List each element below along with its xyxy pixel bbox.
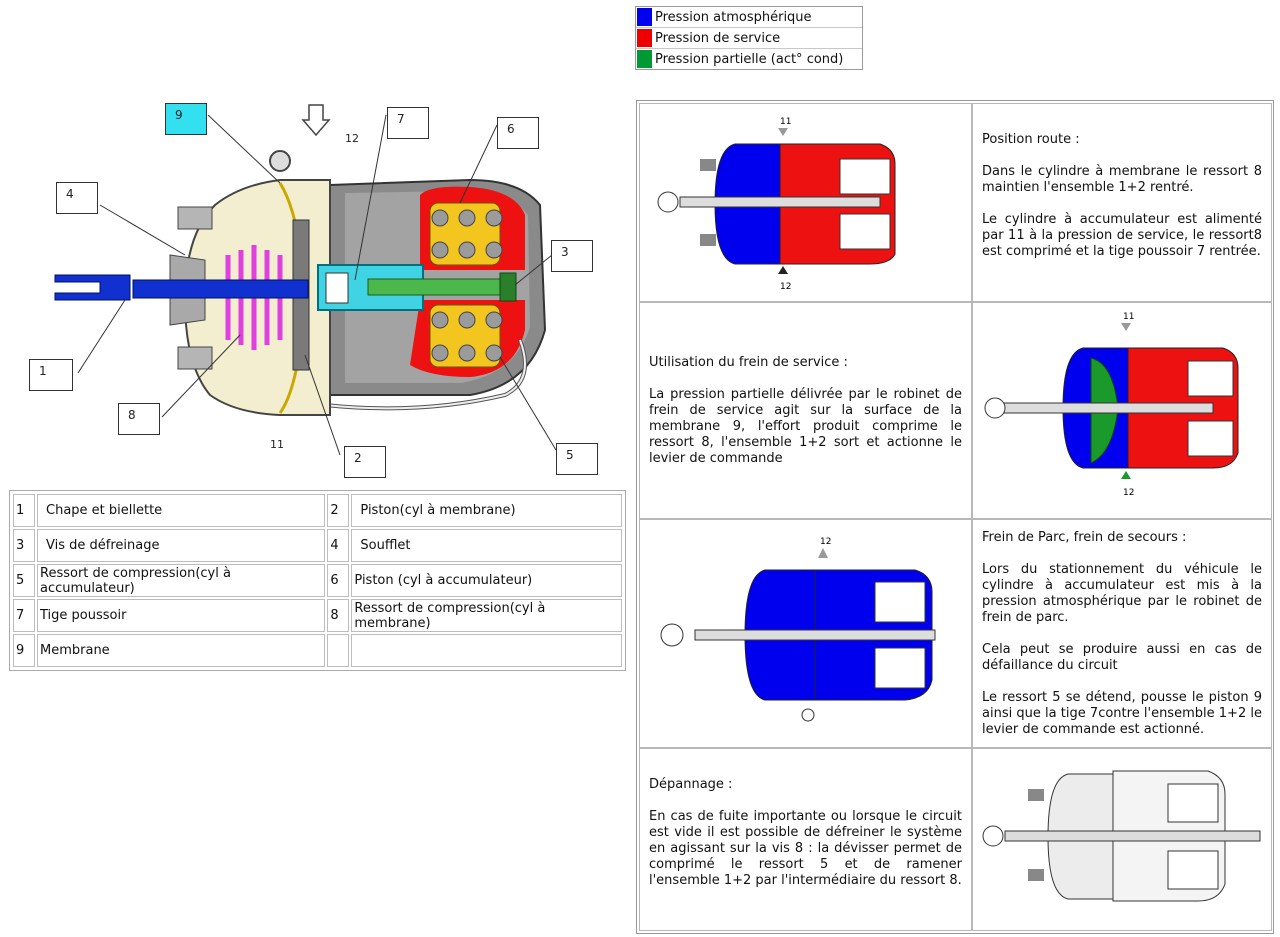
callout-5: 5: [556, 443, 598, 475]
legend-item-service: Pression de service: [636, 28, 862, 49]
state-text-parking-brake: Frein de Parc, frein de secours : Lors d…: [972, 519, 1272, 748]
state-paragraph: Lors du stationnement du véhicule le cyl…: [982, 562, 1262, 625]
callout-3: 3: [551, 240, 593, 272]
part-number: [327, 634, 350, 667]
state-text-service-brake: Utilisation du frein de service : La pre…: [639, 302, 972, 519]
callout-7: 7: [387, 107, 429, 139]
legend-label: Pression atmosphérique: [655, 9, 812, 25]
part-label: Soufflet: [351, 529, 622, 562]
state-title: Position route :: [982, 132, 1080, 147]
legend-item-atmospheric: Pression atmosphérique: [636, 7, 862, 28]
part-number: 7: [13, 599, 35, 632]
operating-states-table: 11 12 Position route : Dans le cylindre …: [636, 100, 1274, 934]
port-label: 12: [820, 537, 831, 547]
part-number: 8: [327, 599, 350, 632]
push-rod: [54, 274, 309, 301]
legend-swatch-green: [637, 50, 652, 68]
part-label: Ressort de compression(cyl à membrane): [351, 599, 622, 632]
part-label: Vis de défreinage: [37, 529, 326, 562]
color-legend: Pression atmosphérique Pression de servi…: [635, 6, 863, 70]
leader-lines: [77, 114, 557, 456]
port-label: 11: [780, 117, 791, 127]
callout-6: 6: [497, 117, 539, 149]
legend-swatch-blue: [637, 8, 652, 26]
part-number: 9: [13, 634, 35, 667]
state-paragraph: Cela peut se produire aussi en cas de dé…: [982, 642, 1262, 673]
part-number: 2: [327, 494, 350, 527]
part-number: 4: [327, 529, 350, 562]
part-label: Piston(cyl à membrane): [351, 494, 622, 527]
state-text-route: Position route : Dans le cylindre à memb…: [972, 103, 1272, 302]
brake-cylinder-cutaway-diagram: 12 11: [54, 104, 557, 456]
state-image-troubleshooting: [972, 748, 1272, 931]
part-number: 6: [327, 564, 350, 597]
state-paragraph: Dans le cylindre à membrane le ressort 8…: [982, 164, 1262, 195]
table-row: 7 Tige poussoir 8 Ressort de compression…: [13, 599, 622, 632]
state-image-route: 11 12: [639, 103, 972, 302]
table-row: 3 Vis de défreinage 4 Soufflet: [13, 529, 622, 562]
legend-label: Pression partielle (act° cond): [655, 51, 844, 67]
state-paragraph: Le cylindre à accumulateur est alimenté …: [982, 212, 1262, 259]
state-image-service-brake: 11 12: [972, 302, 1272, 519]
legend-item-partial: Pression partielle (act° cond): [636, 49, 862, 69]
callout-1: 1: [29, 359, 73, 391]
central-tube: [317, 264, 517, 311]
legend-label: Pression de service: [655, 30, 781, 46]
accumulator-cylinder: [324, 178, 547, 411]
state-paragraph: En cas de fuite importante ou lorsque le…: [649, 809, 962, 888]
part-label: [351, 634, 622, 667]
port-label: 12: [780, 282, 791, 292]
part-number: 1: [13, 494, 35, 527]
callout-4: 4: [56, 182, 98, 214]
port-label: 11: [1123, 312, 1134, 322]
state-title: Utilisation du frein de service :: [649, 355, 848, 370]
part-label: Piston (cyl à accumulateur): [351, 564, 622, 597]
inlet-arrow-icon: [301, 104, 331, 137]
part-label: Ressort de compression(cyl à accumulateu…: [37, 564, 326, 597]
part-label: Tige poussoir: [37, 599, 326, 632]
table-row: 9 Membrane: [13, 634, 622, 667]
table-row: 1 Chape et biellette 2 Piston(cyl à memb…: [13, 494, 622, 527]
part-number: 3: [13, 529, 35, 562]
parts-table: 1 Chape et biellette 2 Piston(cyl à memb…: [9, 490, 626, 671]
state-image-parking-brake: 12: [639, 519, 972, 748]
callout-2: 2: [344, 446, 386, 478]
part-label: Chape et biellette: [37, 494, 326, 527]
part-number: 5: [13, 564, 35, 597]
legend-swatch-red: [637, 29, 652, 47]
state-paragraph: La pression partielle délivrée par le ro…: [649, 387, 962, 466]
state-text-troubleshooting: Dépannage : En cas de fuite importante o…: [639, 748, 972, 931]
state-title: Dépannage :: [649, 777, 733, 792]
port-label: 12: [1123, 488, 1134, 498]
port-11-label: 11: [270, 438, 284, 451]
state-paragraph: Le ressort 5 se détend, pousse le piston…: [982, 690, 1262, 737]
port-12-label: 12: [345, 132, 359, 145]
part-label: Membrane: [37, 634, 326, 667]
table-row: 5 Ressort de compression(cyl à accumulat…: [13, 564, 622, 597]
callout-8: 8: [118, 403, 160, 435]
state-title: Frein de Parc, frein de secours :: [982, 530, 1187, 545]
callout-9: 9: [165, 103, 207, 135]
